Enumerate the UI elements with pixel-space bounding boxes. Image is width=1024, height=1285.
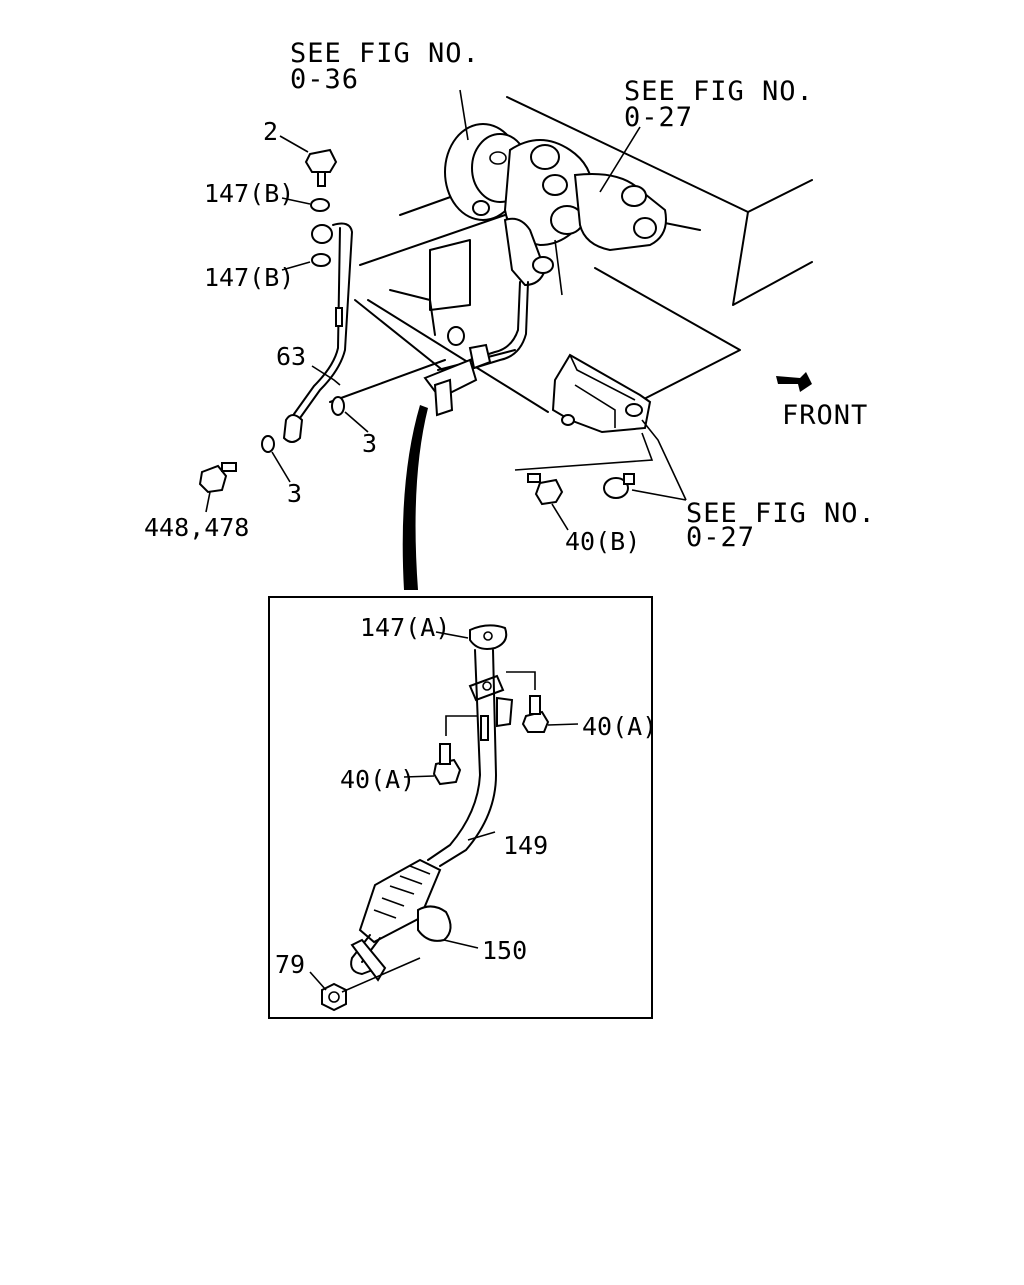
front-direction-icon — [776, 372, 812, 392]
callout-147b-top: 147(B) — [204, 179, 294, 208]
gasket-147b-top — [310, 198, 330, 212]
callout-63: 63 — [276, 342, 306, 371]
callout-150: 150 — [482, 936, 527, 965]
leader-lines — [205, 89, 687, 531]
callout-79: 79 — [275, 950, 305, 979]
gasket-147b-bottom — [311, 253, 331, 267]
washer-3-right — [331, 396, 345, 416]
ref-fig-027-bottom-line1: SEE FIG NO. — [686, 498, 876, 529]
detail-bolt-40a-left — [432, 743, 462, 786]
callout-147b-bottom: 147(B) — [204, 263, 294, 292]
callout-448-478: 448,478 — [144, 513, 249, 542]
front-label: FRONT — [782, 400, 868, 431]
callout-40a-right: 40(A) — [582, 712, 657, 741]
callout-149: 149 — [503, 831, 548, 860]
ref-fig-027-top-line1: SEE FIG NO. — [624, 76, 814, 107]
callout-2: 2 — [263, 117, 278, 146]
callout-3-left: 3 — [287, 479, 302, 508]
detail-pipe-149 — [350, 624, 514, 982]
detail-box — [268, 596, 653, 1019]
detail-leader-lines — [309, 631, 579, 993]
bracket-assembly — [551, 353, 652, 434]
washer-3-left — [261, 435, 275, 453]
bolt-448-478 — [198, 462, 237, 494]
callout-40b: 40(B) — [565, 527, 640, 556]
bolt-40b-second — [603, 473, 635, 499]
turbocharger-assembly — [444, 123, 667, 296]
detail-gasket-150 — [417, 905, 452, 942]
turbo-oil-pipe — [447, 281, 529, 370]
ref-fig-027-bottom-line2: 0-27 — [686, 522, 755, 553]
bolt-40b — [527, 473, 564, 506]
callout-3-right: 3 — [362, 429, 377, 458]
ref-fig-036-line2: 0-36 — [290, 64, 359, 95]
bolt-2 — [304, 148, 338, 187]
callout-147a: 147(A) — [360, 613, 450, 642]
oil-feed-pipe-63 — [282, 222, 353, 443]
detail-nut-79 — [321, 982, 347, 1012]
detail-bolt-40a-right — [521, 695, 550, 733]
ref-fig-036-line1: SEE FIG NO. — [290, 38, 480, 69]
clamp-fitting — [423, 358, 478, 417]
engine-block-outline — [329, 96, 813, 413]
detail-pointer-arrow — [402, 405, 428, 590]
ref-fig-027-top-line2: 0-27 — [624, 102, 693, 133]
callout-40a-left: 40(A) — [340, 765, 415, 794]
